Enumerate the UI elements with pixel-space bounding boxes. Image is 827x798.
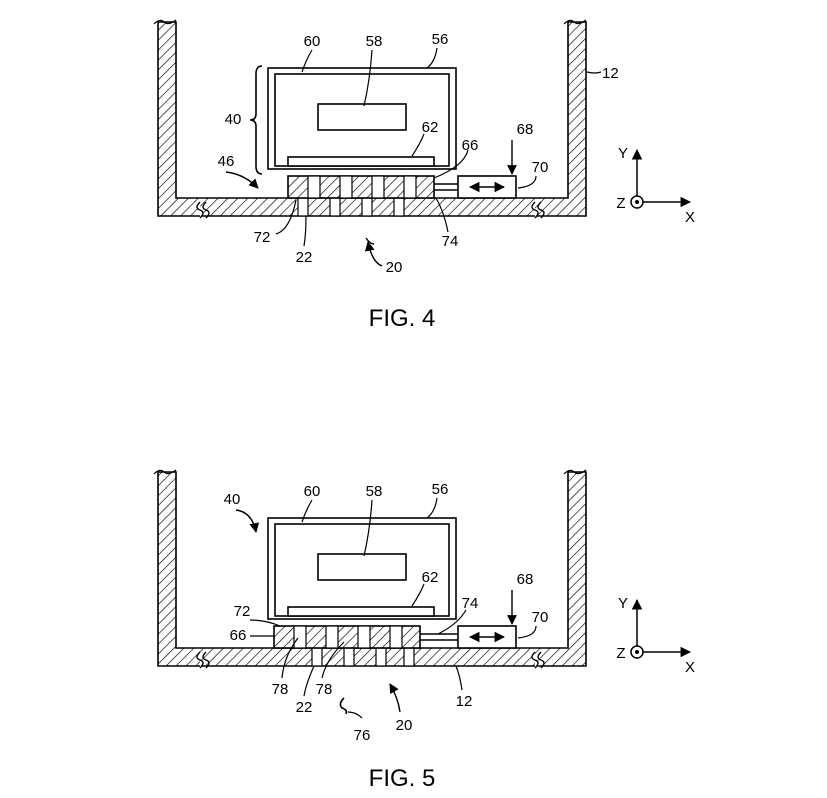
label-12: 12 xyxy=(456,693,473,710)
enclosure-56 xyxy=(267,517,457,620)
axis-z-label: Z xyxy=(616,645,625,662)
label-74: 74 xyxy=(462,595,479,612)
axis-y-label: Y xyxy=(618,145,628,162)
label-62: 62 xyxy=(422,569,439,586)
leaders-fig5 xyxy=(235,497,537,719)
label-58: 58 xyxy=(366,483,383,500)
label-62: 62 xyxy=(422,119,439,136)
label-56: 56 xyxy=(432,481,449,498)
label-58: 58 xyxy=(366,33,383,50)
axes-fig4 xyxy=(630,148,692,209)
label-68: 68 xyxy=(517,121,534,138)
label-60: 60 xyxy=(304,483,321,500)
label-70: 70 xyxy=(532,609,549,626)
label-22: 22 xyxy=(296,249,313,266)
label-74: 74 xyxy=(442,233,459,250)
label-60: 60 xyxy=(304,33,321,50)
label-20: 20 xyxy=(386,259,403,276)
label-68: 68 xyxy=(517,571,534,588)
figure-4: 60 58 56 12 40 62 68 66 46 70 72 74 22 2… xyxy=(153,19,695,332)
plate-66 xyxy=(273,625,421,649)
label-40: 40 xyxy=(224,491,241,508)
actuator-70 xyxy=(420,625,517,649)
component-58 xyxy=(317,103,407,131)
plate-66 xyxy=(287,175,435,199)
enclosure-56 xyxy=(267,67,457,170)
axis-x-label: X xyxy=(685,209,695,226)
label-78b: 78 xyxy=(316,681,333,698)
label-56: 56 xyxy=(432,31,449,48)
label-40: 40 xyxy=(225,111,242,128)
axis-x-label: X xyxy=(685,659,695,676)
leaders-fig4 xyxy=(225,47,602,267)
label-70: 70 xyxy=(532,159,549,176)
label-12: 12 xyxy=(602,65,619,82)
label-22: 22 xyxy=(296,699,313,716)
figure-caption: FIG. 5 xyxy=(369,765,436,792)
figure-caption: FIG. 4 xyxy=(369,305,436,332)
board-62 xyxy=(287,156,435,167)
label-78a: 78 xyxy=(272,681,289,698)
housing-12 xyxy=(153,469,587,669)
axes-fig5 xyxy=(630,598,692,659)
brace-40 xyxy=(249,65,263,175)
label-72: 72 xyxy=(234,603,251,620)
actuator-70 xyxy=(434,175,517,199)
label-20: 20 xyxy=(396,717,413,734)
figure-5: 40 60 58 56 62 68 70 74 72 66 78 78 22 1… xyxy=(153,469,695,792)
label-46: 46 xyxy=(218,153,235,170)
label-66: 66 xyxy=(230,627,247,644)
label-76: 76 xyxy=(354,727,371,744)
axis-z-label: Z xyxy=(616,195,625,212)
component-58 xyxy=(317,553,407,581)
label-66: 66 xyxy=(462,137,479,154)
board-62 xyxy=(287,606,435,617)
axis-y-label: Y xyxy=(618,595,628,612)
label-72: 72 xyxy=(254,229,271,246)
